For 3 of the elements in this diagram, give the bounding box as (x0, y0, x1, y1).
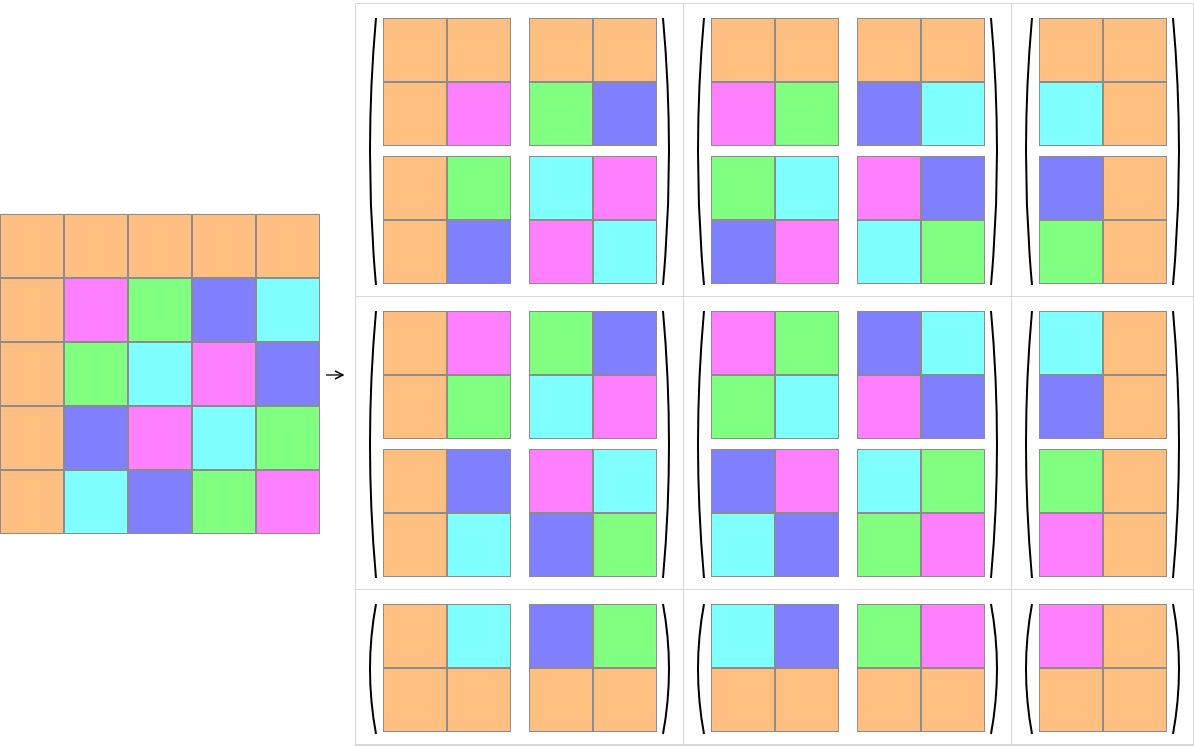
block-table (355, 3, 1194, 745)
arrow (325, 370, 344, 380)
color-grid (0, 214, 320, 534)
